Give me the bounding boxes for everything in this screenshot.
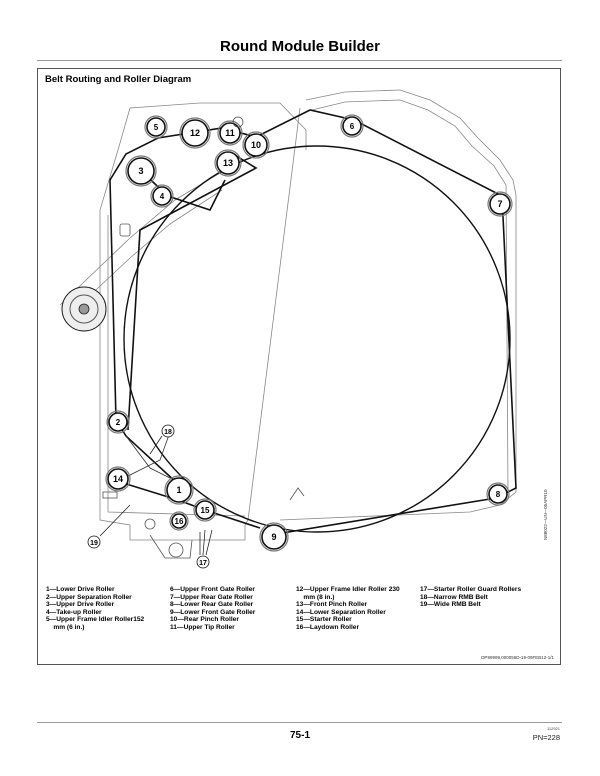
legend-item: 13—Front Pinch Roller xyxy=(296,601,368,609)
legend-item: mm (8 in.) xyxy=(296,593,335,601)
roller-3: 3 xyxy=(125,155,157,187)
footer-code: 112921 xyxy=(546,726,560,731)
roller-label: 6 xyxy=(350,122,355,131)
figure-title: Belt Routing and Roller Diagram xyxy=(45,74,192,85)
legend-item: 19—Wide RMB Belt xyxy=(420,601,481,609)
legend-item: 14—Lower Separation Roller xyxy=(296,608,386,616)
legend-column-2: 6—Upper Front Gate Roller 7—Upper Rear G… xyxy=(170,586,255,632)
roller-label: 14 xyxy=(113,474,123,484)
roller-label: 2 xyxy=(116,418,121,427)
legend-item: 1—Lower Drive Roller xyxy=(46,586,115,593)
roller-15: 15 xyxy=(193,498,217,522)
legend-item: 8—Lower Rear Gate Roller xyxy=(170,601,254,609)
figure-side-id: N88022—UN—05APR10 xyxy=(543,489,548,540)
roller-14: 14 xyxy=(105,466,131,492)
roller-9: 9 xyxy=(259,522,289,552)
drive-wheel-icon xyxy=(61,286,107,332)
roller-label: 7 xyxy=(497,199,502,209)
legend-item: 7—Upper Rear Gate Roller xyxy=(170,593,253,601)
legend-item: 4—Take-up Roller xyxy=(46,608,102,616)
roller-4: 4 xyxy=(150,184,174,208)
legend-column-1: 1—Lower Drive Roller 2—Upper Separation … xyxy=(46,586,144,632)
roller-1: 1 xyxy=(164,475,194,505)
roller-label: 3 xyxy=(138,166,143,176)
bale-chamber-circle xyxy=(123,145,511,533)
roller-7: 7 xyxy=(487,191,513,217)
legend-item: 17—Starter Roller Guard Rollers xyxy=(420,586,522,593)
roller-10: 10 xyxy=(242,131,270,159)
legend-column-3: 12—Upper Frame Idler Roller 230 mm (8 in… xyxy=(296,586,400,632)
roller-label: 13 xyxy=(223,158,233,168)
callout-17: 17 xyxy=(196,529,213,569)
roller-label: 11 xyxy=(225,128,235,138)
callout-17-label: 17 xyxy=(199,560,207,567)
legend-item: 15—Starter Roller xyxy=(296,616,352,624)
roller-label: 15 xyxy=(201,506,210,515)
roller-label: 12 xyxy=(190,128,200,138)
misc-parts xyxy=(102,116,305,559)
roller-label: 5 xyxy=(154,123,159,132)
legend-item: 18—Narrow RMB Belt xyxy=(420,593,488,601)
document-reference: DP99999,000056D-19-09FEB12-1/1 xyxy=(481,655,554,660)
roller-13: 13 xyxy=(214,149,242,177)
roller-11: 11 xyxy=(217,120,243,146)
legend-item: 6—Upper Front Gate Roller xyxy=(170,586,255,593)
page-number: 75-1 xyxy=(289,730,310,741)
callout-19: 19 xyxy=(87,504,131,549)
figure-frame xyxy=(37,68,561,665)
roller-label: 8 xyxy=(496,490,501,499)
footer-divider xyxy=(37,722,562,723)
roller-label: 9 xyxy=(271,532,276,542)
legend-item: 10—Rear Pinch Roller xyxy=(170,616,239,624)
legend-item: 3—Upper Drive Roller xyxy=(46,601,115,609)
title-divider xyxy=(37,60,562,61)
secondary-belts xyxy=(119,431,171,481)
roller-label: 4 xyxy=(160,192,165,201)
roller-6: 6 xyxy=(340,114,364,138)
callout-19-label: 19 xyxy=(90,540,98,547)
legend-item: 5—Upper Frame Idler Roller152 xyxy=(46,616,145,624)
callout-18-label: 18 xyxy=(164,429,172,436)
page-title: Round Module Builder xyxy=(220,38,380,55)
legend-item: 12—Upper Frame Idler Roller 230 xyxy=(296,586,400,593)
roller-8: 8 xyxy=(486,482,510,506)
callout-18: 18 xyxy=(149,424,175,455)
part-number: PN=228 xyxy=(532,733,560,742)
roller-label: 10 xyxy=(251,140,261,150)
legend-item: 9—Lower Front Gate Roller xyxy=(170,608,256,616)
roller-label: 16 xyxy=(175,517,184,526)
legend-item: mm (6 in.) xyxy=(46,623,85,631)
legend-column-4: 17—Starter Roller Guard Rollers 18—Narro… xyxy=(420,586,521,609)
roller-16: 16 xyxy=(169,511,189,531)
roller-5: 5 xyxy=(144,115,168,139)
legend-item: 11—Upper Tip Roller xyxy=(170,623,235,631)
roller-label: 1 xyxy=(176,485,181,495)
legend-item: 2—Upper Separation Roller xyxy=(46,593,132,601)
roller-2: 2 xyxy=(106,410,130,434)
legend-item: 16—Laydown Roller xyxy=(296,623,360,631)
belt-paths xyxy=(109,109,517,535)
roller-12: 12 xyxy=(179,117,211,149)
